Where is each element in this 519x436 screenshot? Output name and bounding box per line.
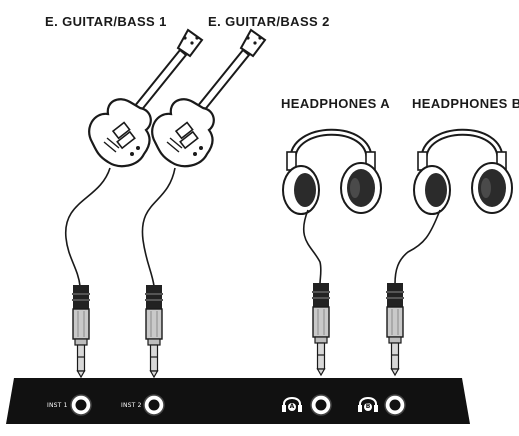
jack-inst-2[interactable]	[143, 394, 165, 416]
panel-headphone-glyph-a-icon	[282, 397, 302, 412]
panel-label-jack-a: A	[289, 403, 295, 410]
headphones-a-icon	[283, 132, 381, 214]
jack-inst-1[interactable]	[70, 394, 92, 416]
label-guitar-2: E. GUITAR/BASS 2	[208, 14, 330, 29]
cable-guitar-2	[141, 167, 176, 287]
headphones-b-icon	[414, 132, 512, 214]
panel-label-jack-b: B	[365, 403, 371, 410]
plug-inst-1-icon	[71, 284, 91, 378]
cable-guitar-1	[65, 167, 111, 287]
panel-label-inst-1: INST 1	[47, 402, 68, 409]
label-headphones-a: HEADPHONES A	[281, 96, 391, 111]
cables	[65, 167, 441, 287]
device-rear-panel	[6, 378, 470, 424]
plug-inst-2-icon	[144, 284, 164, 378]
plug-headphones-a-icon	[311, 282, 331, 376]
jack-headphones-a[interactable]	[310, 394, 332, 416]
panel-label-inst-2: INST 2	[121, 402, 142, 409]
cable-headphones-b	[394, 209, 441, 285]
label-guitar-1: E. GUITAR/BASS 1	[45, 14, 167, 29]
jack-headphones-b[interactable]	[384, 394, 406, 416]
plug-headphones-b-icon	[385, 282, 405, 376]
panel-headphone-glyph-b-icon	[358, 397, 378, 412]
cable-headphones-a	[302, 209, 322, 285]
electric-guitar-2-icon	[151, 28, 267, 168]
label-headphones-b: HEADPHONES B	[412, 96, 519, 111]
